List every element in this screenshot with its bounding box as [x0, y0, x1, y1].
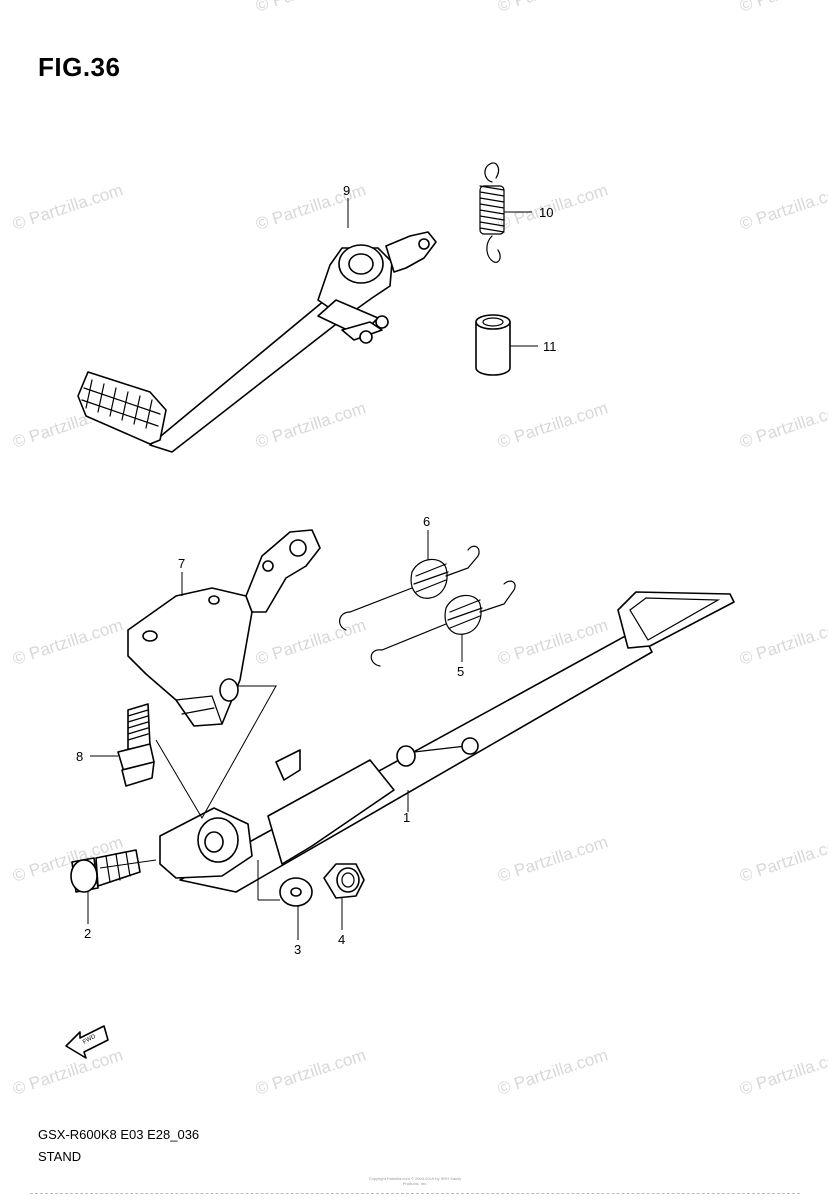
callout-number: 4	[338, 932, 345, 947]
part-7-bracket	[127, 529, 321, 727]
watermark: © Partzilla.com	[253, 398, 368, 451]
callout-number: 10	[539, 205, 553, 220]
watermark: © Partzilla.com	[737, 180, 828, 233]
watermark: © Partzilla.com	[253, 180, 368, 233]
watermark: © Partzilla.com	[495, 832, 610, 885]
watermark: © Partzilla.com	[253, 615, 368, 668]
part-4-nut	[323, 863, 365, 899]
watermark: © Partzilla.com	[737, 1045, 828, 1098]
part-8-bolt	[117, 703, 155, 787]
watermark: © Partzilla.com	[495, 0, 610, 16]
leader-lines	[87, 198, 538, 940]
watermark: © Partzilla.com	[10, 615, 125, 668]
watermark: © Partzilla.com	[495, 398, 610, 451]
watermark-layer: © Partzilla.com © Partzilla.com © Partzi…	[10, 0, 828, 1099]
model-code: GSX-R600K8 E03 E28_036	[38, 1127, 200, 1142]
bottom-rule	[30, 1193, 800, 1194]
watermark: © Partzilla.com	[10, 180, 125, 233]
part-3-washer	[279, 877, 313, 907]
watermark: © Partzilla.com	[737, 615, 828, 668]
part-1-side-stand	[159, 591, 735, 893]
callout-number: 1	[403, 810, 410, 825]
part-2-pivot-bolt	[70, 849, 141, 893]
callout-number: 9	[343, 183, 350, 198]
watermark: © Partzilla.com	[10, 1045, 125, 1098]
watermark: © Partzilla.com	[737, 398, 828, 451]
callout-number: 2	[84, 926, 91, 941]
fwd-arrow-icon: FWD	[65, 1025, 109, 1059]
callout-number: 11	[543, 339, 557, 354]
callout-number: 7	[178, 556, 185, 571]
callout-number: 8	[76, 749, 83, 764]
watermark: © Partzilla.com	[495, 1045, 610, 1098]
copyright-note: Copyright Partzilla.com © 2004-2019 by S…	[368, 1176, 462, 1186]
watermark: © Partzilla.com	[253, 0, 368, 16]
watermark: © Partzilla.com	[253, 1045, 368, 1098]
section-name: STAND	[38, 1149, 82, 1164]
callouts: 9 10 11 7 6 5 8 1 2 3 4	[76, 183, 557, 957]
part-9-lever	[77, 231, 437, 453]
callout-number: 3	[294, 942, 301, 957]
figure-title: FIG.36	[38, 52, 121, 82]
part-11-bushing	[475, 314, 511, 376]
watermark: © Partzilla.com	[737, 0, 828, 16]
part-6-spring	[339, 545, 480, 631]
callout-number: 6	[423, 514, 430, 529]
part-5-spring	[370, 580, 516, 667]
part-10-spring	[479, 162, 505, 263]
callout-number: 5	[457, 664, 464, 679]
watermark: © Partzilla.com	[737, 832, 828, 885]
